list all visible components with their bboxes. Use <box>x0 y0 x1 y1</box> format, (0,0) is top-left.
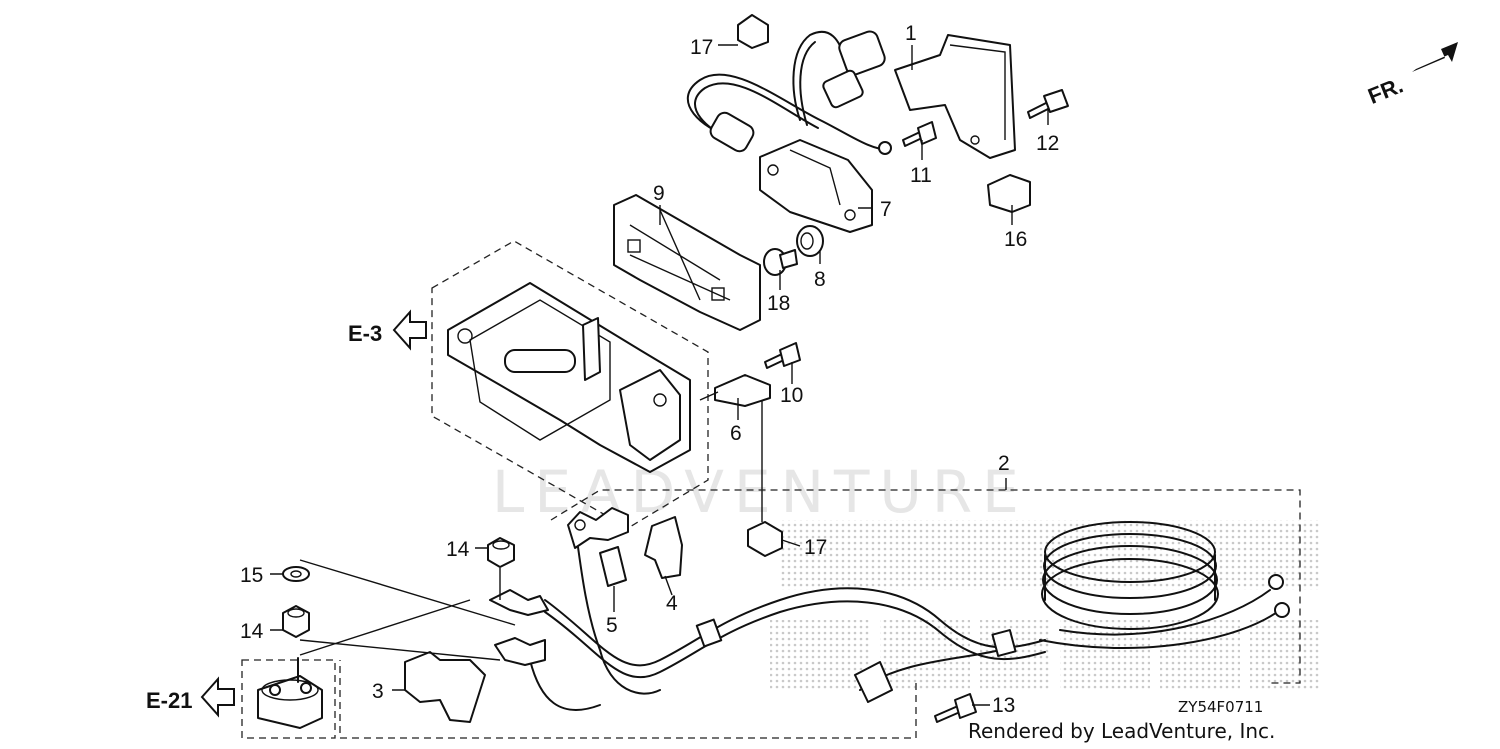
part-10-bolt <box>764 342 801 369</box>
part-2-cable-coil <box>1039 521 1290 649</box>
callout-6: 6 <box>730 422 742 445</box>
reference-e21: E-21 <box>146 676 235 718</box>
reference-e21-label: E-21 <box>146 688 192 713</box>
callout-16: 16 <box>1004 228 1027 251</box>
part-3-boot <box>404 651 486 723</box>
front-arrow-icon <box>1412 42 1458 72</box>
cable-run <box>529 524 1046 711</box>
callout-8: 8 <box>814 268 826 291</box>
watermark-text: LEADVENTURE <box>492 458 1029 526</box>
starter-solenoid <box>257 657 323 729</box>
callout-4: 4 <box>666 592 678 615</box>
callout-17-lower: 17 <box>804 536 827 559</box>
terminal-lower <box>489 589 549 666</box>
diagram-code: ZY54F0711 <box>1178 698 1263 716</box>
callout-labels: 1 2 3 4 5 6 7 8 9 10 11 12 13 14 14 15 1… <box>240 22 1059 717</box>
wire-harness-upper <box>686 30 892 155</box>
part-7-module <box>759 139 873 233</box>
left-arrow-icon <box>392 309 427 351</box>
terminal-upper <box>567 507 629 549</box>
callout-9: 9 <box>653 182 665 205</box>
cable-assembly-frame <box>339 489 1301 739</box>
part-6-bracket <box>714 374 771 407</box>
callout-1: 1 <box>905 22 917 45</box>
part-11-bolt <box>902 121 937 147</box>
part-9-plate <box>613 194 761 331</box>
part-5-cap <box>599 546 627 587</box>
front-direction-indicator: FR. <box>1364 42 1458 109</box>
callout-10: 10 <box>780 384 803 407</box>
callout-2: 2 <box>998 452 1010 475</box>
part-14-nut-lower <box>282 605 310 638</box>
reference-e3-label: E-3 <box>348 321 382 346</box>
leader-lines <box>270 44 1049 706</box>
left-arrow-icon <box>200 676 235 718</box>
callout-13: 13 <box>992 694 1015 717</box>
part-13-bolt <box>934 693 977 723</box>
credit-text: Rendered by LeadVenture, Inc. <box>968 719 1275 743</box>
part-12-bolt <box>1027 89 1069 119</box>
part-17-clip-upper <box>737 14 769 49</box>
part-16-clip <box>987 174 1031 213</box>
reference-e3: E-3 <box>348 309 427 351</box>
part-1-bracket <box>894 34 1016 159</box>
engine-bracket <box>447 282 691 473</box>
part-17-clip-lower <box>747 521 783 557</box>
starter-frame <box>241 659 336 739</box>
callout-3: 3 <box>372 680 384 703</box>
callout-15: 15 <box>240 564 263 587</box>
front-label: FR. <box>1364 72 1406 108</box>
callout-14-upper: 14 <box>446 538 470 561</box>
part-18-plug <box>763 248 798 276</box>
callout-12: 12 <box>1036 132 1059 155</box>
part-14-nut-upper <box>487 537 515 568</box>
engine-bracket-frame <box>431 240 709 529</box>
part-8-grommet <box>796 225 824 257</box>
part-15-washer <box>282 566 310 582</box>
callout-5: 5 <box>606 614 618 637</box>
callout-7: 7 <box>880 198 892 221</box>
part-4-cover <box>644 516 683 579</box>
callout-14-lower: 14 <box>240 620 264 643</box>
callout-17-upper: 17 <box>690 36 713 59</box>
callout-11: 11 <box>910 164 932 187</box>
callout-18: 18 <box>767 292 790 315</box>
